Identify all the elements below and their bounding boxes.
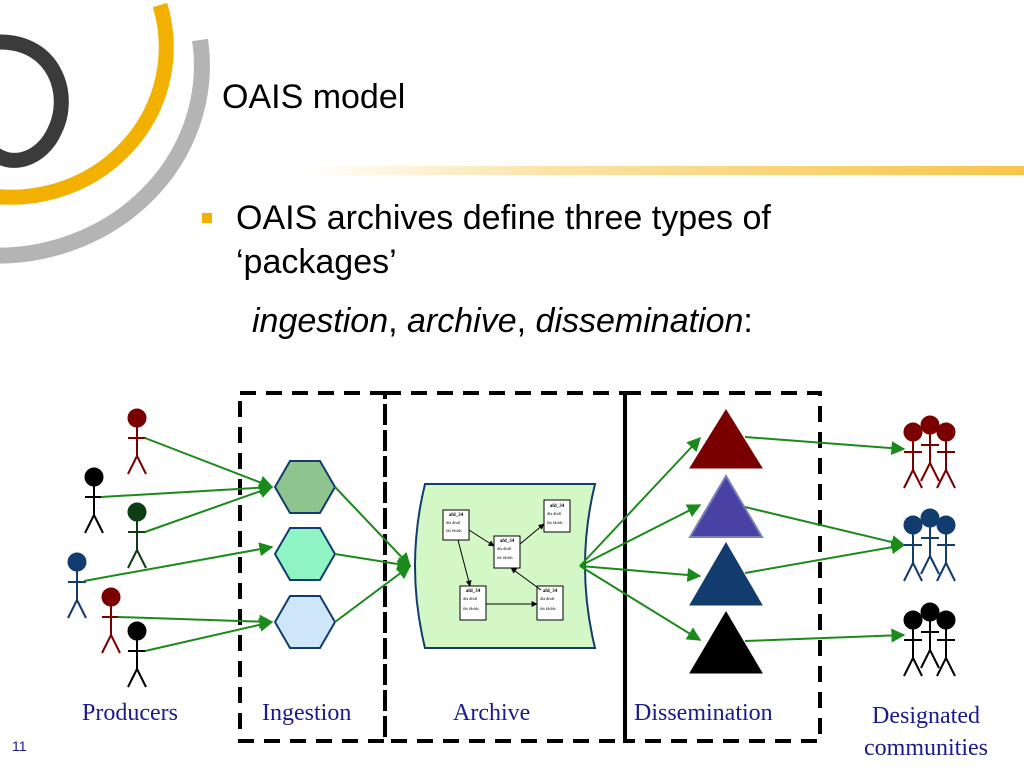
arrow-producer-4 xyxy=(83,542,274,582)
hexagon-package-3 xyxy=(273,595,337,649)
aip-3-line1: dfa dfsdf xyxy=(497,546,512,551)
type-dissemination: dissemination xyxy=(535,302,744,340)
producer-maroon-2 xyxy=(101,587,121,654)
aip-5-line1: dfa dfsdf xyxy=(540,596,555,601)
arrow-community-3 xyxy=(744,540,906,574)
aip-4-title: afd_34 xyxy=(466,589,481,594)
community-arrows xyxy=(744,436,906,643)
producer-black-1 xyxy=(84,467,104,534)
aip-1-title: afd_34 xyxy=(449,513,464,518)
triangle-package-black xyxy=(689,611,763,674)
arrow-dissem-4 xyxy=(579,565,702,641)
slide-title: OAIS model xyxy=(222,78,406,116)
aip-1-line1: dfa dfsdf xyxy=(446,520,461,525)
dissemination-box xyxy=(623,391,822,743)
producer-green xyxy=(127,502,147,569)
aip-box-4: afd_34 dfa dfsdf fds fdsfds xyxy=(459,585,487,621)
separator-2: , xyxy=(516,302,536,340)
aip-1-line2: fds fdsfds xyxy=(446,528,462,533)
decorative-rings xyxy=(0,2,210,264)
link-5-3 xyxy=(510,567,542,591)
arrow-producer-5 xyxy=(117,614,274,629)
designated-line-1: Designated xyxy=(872,703,980,729)
producer-black-2 xyxy=(127,621,147,688)
dissemination-label: Dissemination xyxy=(634,700,773,726)
title-underline xyxy=(300,166,1024,175)
triangle-package-purple xyxy=(688,474,764,538)
arrow-dissem-1 xyxy=(579,436,701,567)
archive-label: Archive xyxy=(453,700,531,726)
link-1-4 xyxy=(457,539,472,587)
link-1-3 xyxy=(468,529,495,547)
arrow-dissem-2 xyxy=(579,504,702,567)
producers-label: Producers xyxy=(82,700,178,726)
arrow-producer-6 xyxy=(144,617,274,652)
arrow-producer-3 xyxy=(144,484,274,533)
slide-number: 11 xyxy=(12,738,27,754)
ingestion-label: Ingestion xyxy=(262,700,352,726)
aip-box-5: afd_34 dfa dfsdf fds fdsfds xyxy=(536,585,564,621)
gray-ring-arc xyxy=(0,38,210,264)
arrow-producer-1 xyxy=(144,437,274,489)
aip-2-line1: dfa dfsdf xyxy=(547,511,562,516)
hexagon-package-1 xyxy=(273,460,337,514)
community-maroon xyxy=(903,415,956,489)
type-ingestion: ingestion xyxy=(252,302,389,340)
aip-box-1: afd_34 dfa dfsdf fds fdsfds xyxy=(442,509,470,541)
producer-arrows xyxy=(83,437,274,652)
aip-4-line1: dfa dfsdf xyxy=(463,596,478,601)
aip-3-line2: fds fdsfds xyxy=(497,555,513,560)
designated-line-2: communities xyxy=(864,735,988,761)
colon: : xyxy=(743,302,753,340)
hexagon-package-2 xyxy=(273,527,337,581)
aip-5-line2: fds fdsfds xyxy=(540,606,556,611)
aip-4-line2: fds fdsfds xyxy=(463,606,479,611)
triangle-package-maroon xyxy=(689,409,763,469)
aip-2-title: afd_34 xyxy=(550,504,565,509)
aip-box-2: afd_34 dfa dfsdf fds fdsfds xyxy=(543,499,571,533)
gold-ring-arc xyxy=(0,2,174,205)
arrow-dissem-3 xyxy=(579,565,702,582)
archive-box xyxy=(383,391,627,743)
aip-3-title: afd_34 xyxy=(500,539,515,544)
producer-navy xyxy=(67,552,87,619)
arrow-ingest-2 xyxy=(334,553,412,571)
ingest-arrows xyxy=(334,486,412,623)
aip-box-3: afd_34 dfa dfsdf fds fdsfds xyxy=(493,535,521,569)
type-archive: archive xyxy=(407,302,517,340)
arrow-ingest-3 xyxy=(334,565,412,623)
designated-communities-label: Designated communities xyxy=(852,700,1000,764)
package-types-line: ingestion, archive, dissemination: xyxy=(252,302,753,341)
aip-links xyxy=(457,523,545,607)
arrow-community-4 xyxy=(744,628,906,643)
bullet-square-icon xyxy=(202,213,212,223)
community-black xyxy=(903,602,956,677)
aip-5-title: afd_34 xyxy=(543,589,558,594)
dissemination-arrows xyxy=(579,436,702,641)
arrow-community-2 xyxy=(744,506,906,549)
arrow-community-1 xyxy=(744,436,906,456)
link-3-2 xyxy=(519,523,545,545)
separator-1: , xyxy=(388,302,408,340)
triangle-package-navy xyxy=(689,542,763,606)
bullet-text: OAIS archives define three types of ‘pac… xyxy=(236,199,771,281)
arrow-ingest-1 xyxy=(334,486,411,568)
producer-maroon-1 xyxy=(127,408,147,475)
community-navy xyxy=(903,508,956,582)
arrow-producer-2 xyxy=(100,480,274,498)
aip-2-line2: fds fdsfds xyxy=(547,520,563,525)
dark-ring-arc xyxy=(0,34,69,168)
